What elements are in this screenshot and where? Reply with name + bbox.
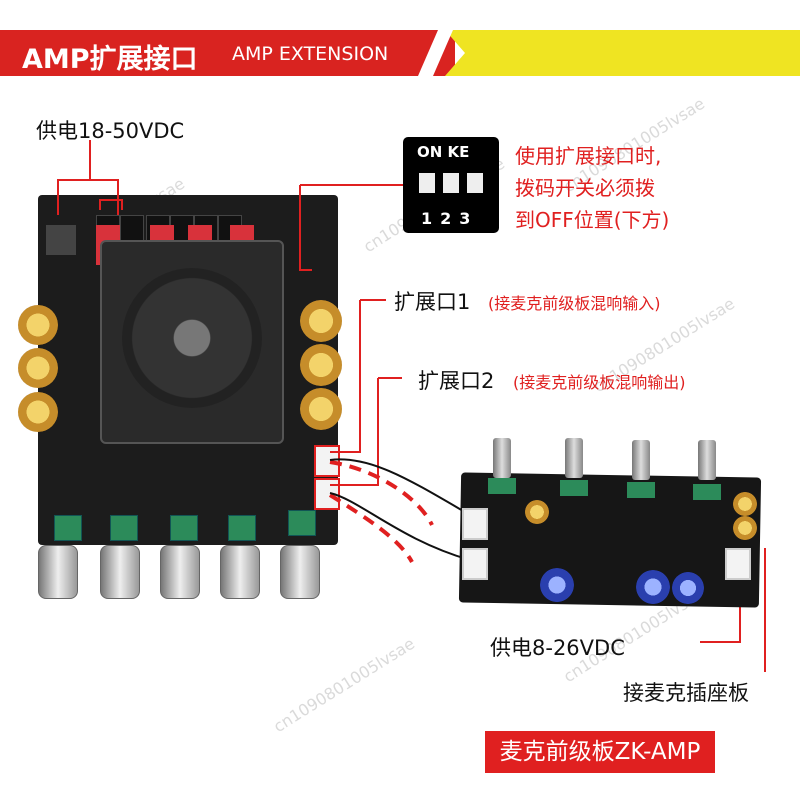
capacitor (300, 388, 342, 430)
mic-socket-label: 接麦克插座板 (623, 681, 749, 705)
banner-yellow-block (445, 30, 800, 76)
volume-knob[interactable] (38, 545, 78, 599)
preamp-connector (462, 548, 488, 580)
capacitor (636, 570, 670, 604)
pot-base (110, 515, 138, 541)
pot-base (560, 480, 588, 496)
capacitor (525, 500, 549, 524)
pot-base (488, 478, 516, 494)
extension-port-1 (314, 445, 340, 477)
dip-switch[interactable]: ON KE 123 (403, 137, 499, 233)
pot-base (228, 515, 256, 541)
preamp-pot[interactable] (493, 438, 511, 478)
dip-note-line2: 拨码开关必须拨 (515, 176, 655, 200)
mic-socket-connector (725, 548, 751, 580)
pot-base (693, 484, 721, 500)
banner-red-block (0, 30, 455, 76)
capacitor (18, 305, 58, 345)
pot-base (627, 482, 655, 498)
pot-base (54, 515, 82, 541)
banner-title-cn: AMP扩展接口 (22, 44, 198, 75)
ext1-title: 扩展口1 (394, 290, 471, 314)
capacitor (672, 572, 704, 604)
power-pre-label: 供电8-26VDC (490, 636, 625, 660)
product-name-badge: 麦克前级板ZK-AMP (485, 731, 715, 773)
pot-base (288, 510, 316, 536)
preamp-pot[interactable] (632, 440, 650, 480)
header-banner: AMP扩展接口 AMP EXTENSION (0, 24, 800, 82)
dip-numbers: 123 (421, 209, 479, 228)
dc-jack (46, 225, 76, 255)
capacitor (733, 492, 757, 516)
dip-top-label: ON KE (417, 143, 470, 161)
ext2-title: 扩展口2 (418, 369, 495, 393)
power-main-label: 供电18-50VDC (36, 119, 185, 143)
fan-hub (122, 268, 262, 408)
volume-knob[interactable] (100, 545, 140, 599)
ext2-note: (接麦克前级板混响输出) (513, 373, 686, 392)
ext1-note: (接麦克前级板混响输入) (488, 294, 661, 313)
capacitor (18, 392, 58, 432)
dip-toggle-2[interactable] (443, 173, 459, 193)
dip-toggle-1[interactable] (419, 173, 435, 193)
dip-note-line3: 到OFF位置(下方) (515, 208, 670, 232)
capacitor (300, 344, 342, 386)
capacitor (733, 516, 757, 540)
dip-note-line1: 使用扩展接口时, (515, 144, 662, 168)
capacitor (540, 568, 574, 602)
banner-title-en: AMP EXTENSION (232, 43, 389, 65)
pot-base (170, 515, 198, 541)
capacitor (18, 348, 58, 388)
cooling-fan (100, 240, 284, 444)
preamp-connector (462, 508, 488, 540)
capacitor (300, 300, 342, 342)
volume-knob[interactable] (160, 545, 200, 599)
preamp-pot[interactable] (698, 440, 716, 480)
dip-toggle-3[interactable] (467, 173, 483, 193)
preamp-pot[interactable] (565, 438, 583, 478)
volume-knob[interactable] (220, 545, 260, 599)
volume-knob[interactable] (280, 545, 320, 599)
